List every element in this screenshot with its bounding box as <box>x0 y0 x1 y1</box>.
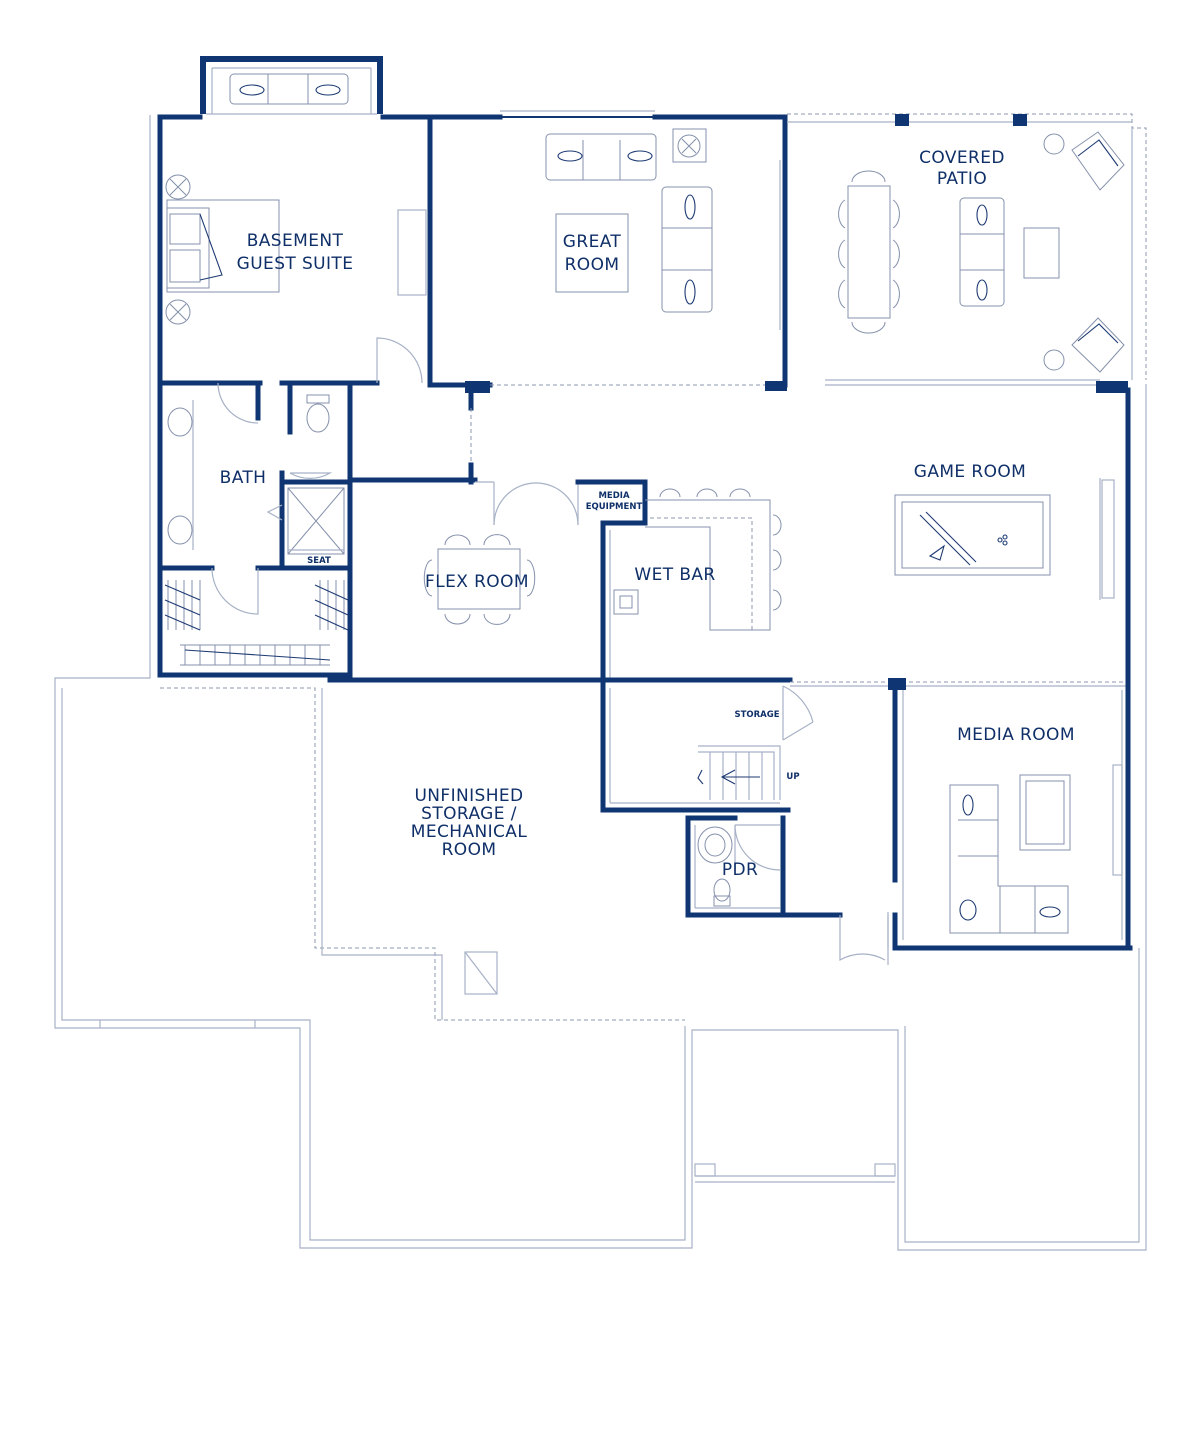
label-unfinished-storage-1: UNFINISHED <box>414 786 523 806</box>
label-great-room-1: GREAT <box>563 232 622 252</box>
label-seat: SEAT <box>307 556 331 566</box>
room-labels: BASEMENT GUEST SUITE GREAT ROOM COVERED … <box>220 148 1075 880</box>
label-unfinished-storage-4: ROOM <box>442 840 497 860</box>
label-storage: STORAGE <box>734 710 779 720</box>
label-great-room-2: ROOM <box>565 255 620 275</box>
label-flex-room: FLEX ROOM <box>425 572 529 592</box>
label-up: UP <box>786 772 799 782</box>
label-media-equipment-2: EQUIPMENT <box>586 502 643 512</box>
label-game-room: GAME ROOM <box>914 462 1026 482</box>
label-wet-bar: WET BAR <box>634 565 715 585</box>
label-covered-patio-1: COVERED <box>919 148 1005 168</box>
stairs <box>697 745 781 800</box>
label-media-room: MEDIA ROOM <box>957 725 1075 745</box>
label-covered-patio-2: PATIO <box>937 169 987 189</box>
label-basement-guest-suite-1: BASEMENT <box>247 231 344 251</box>
label-bath: BATH <box>220 468 267 488</box>
doors <box>211 337 886 962</box>
label-pdr: PDR <box>722 860 758 880</box>
label-media-equipment-1: MEDIA <box>598 491 629 501</box>
label-unfinished-storage-2: STORAGE / <box>421 804 517 824</box>
label-unfinished-storage-3: MECHANICAL <box>411 822 528 842</box>
furniture <box>164 73 1125 934</box>
walls <box>157 56 1147 951</box>
label-basement-guest-suite-2: GUEST SUITE <box>237 254 354 274</box>
